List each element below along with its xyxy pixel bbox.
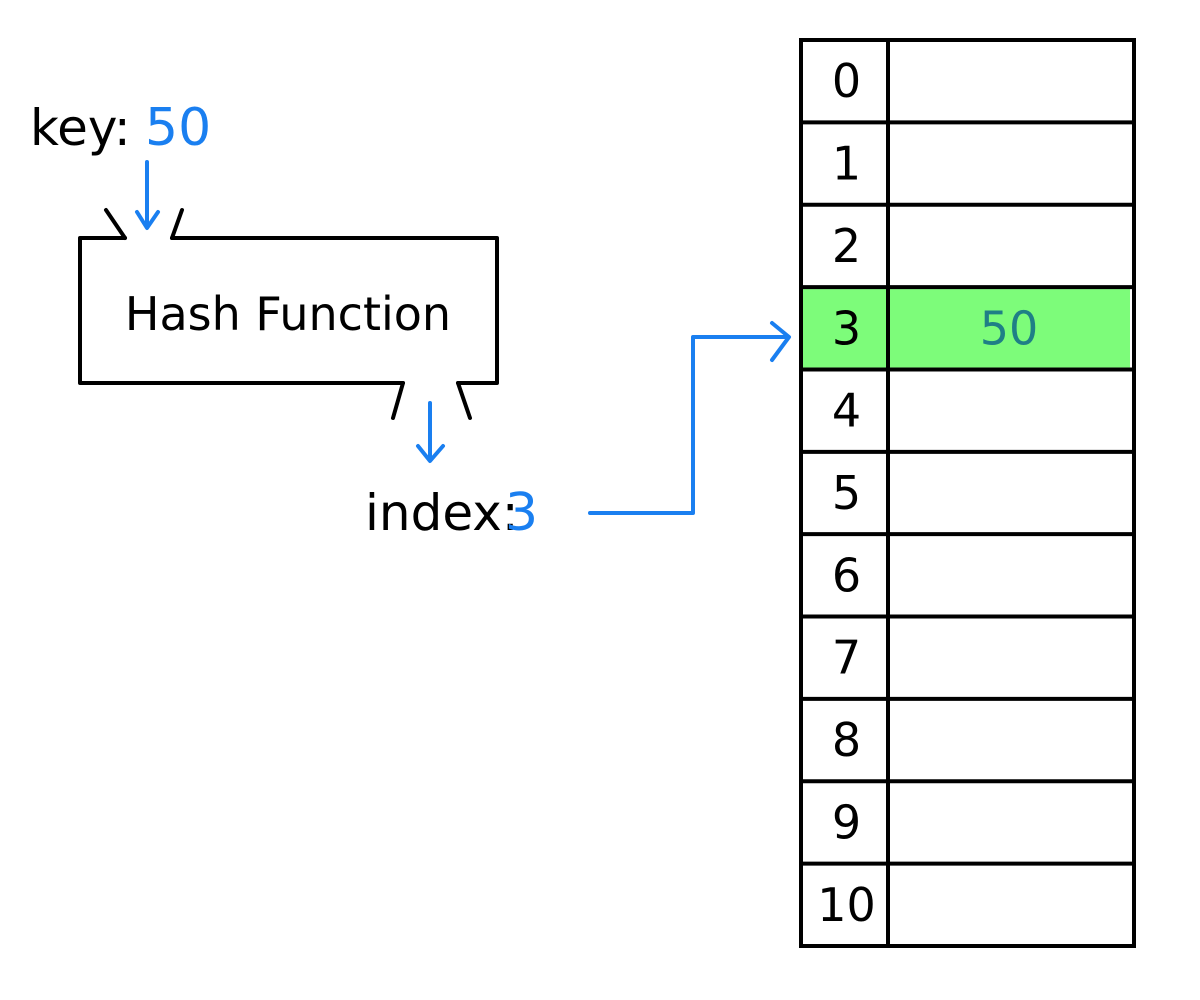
hash-to-index-arrow — [416, 401, 445, 463]
table-row: 4 — [832, 384, 861, 438]
hash-function-label: Hash Function — [125, 287, 451, 341]
row-index: 0 — [832, 54, 861, 108]
index-value: 3 — [505, 483, 538, 543]
row-index: 4 — [832, 384, 861, 438]
index-to-slot-arrow — [588, 321, 791, 515]
table-row: 0 — [832, 54, 861, 108]
row-index: 6 — [832, 548, 861, 602]
row-index: 1 — [832, 137, 861, 191]
table-row: 10 — [817, 878, 876, 932]
table-row: 3 50 — [832, 301, 1038, 355]
row-index: 9 — [832, 795, 861, 849]
row-index: 2 — [832, 219, 861, 273]
key-group: key: 50 — [30, 98, 211, 158]
key-label: key: — [30, 99, 131, 157]
table-row: 7 — [832, 631, 861, 685]
index-group: index: 3 — [365, 483, 538, 543]
row-index: 5 — [832, 466, 861, 520]
highlighted-row — [803, 289, 1130, 368]
row-index: 7 — [832, 631, 861, 685]
table-row: 6 — [832, 548, 861, 602]
table-row: 1 — [832, 137, 861, 191]
key-to-hash-arrow — [135, 160, 160, 230]
key-value: 50 — [145, 98, 211, 158]
hash-box-outline — [78, 236, 405, 385]
table-row: 5 — [832, 466, 861, 520]
hash-table: 0 1 2 3 50 4 5 6 7 8 9 10 — [799, 38, 1136, 948]
row-index: 10 — [817, 878, 876, 932]
row-index: 3 — [832, 301, 861, 355]
hash-function-box: Hash Function — [78, 208, 499, 420]
index-label: index: — [365, 484, 519, 542]
table-row: 9 — [832, 795, 861, 849]
row-value: 50 — [980, 301, 1039, 355]
table-row-dividers — [801, 120, 1134, 866]
row-index: 8 — [832, 713, 861, 767]
table-row: 8 — [832, 713, 861, 767]
table-border — [799, 38, 1136, 948]
table-rows: 0 1 2 3 50 4 5 6 7 8 9 10 — [817, 54, 1038, 932]
table-row: 2 — [832, 219, 861, 273]
